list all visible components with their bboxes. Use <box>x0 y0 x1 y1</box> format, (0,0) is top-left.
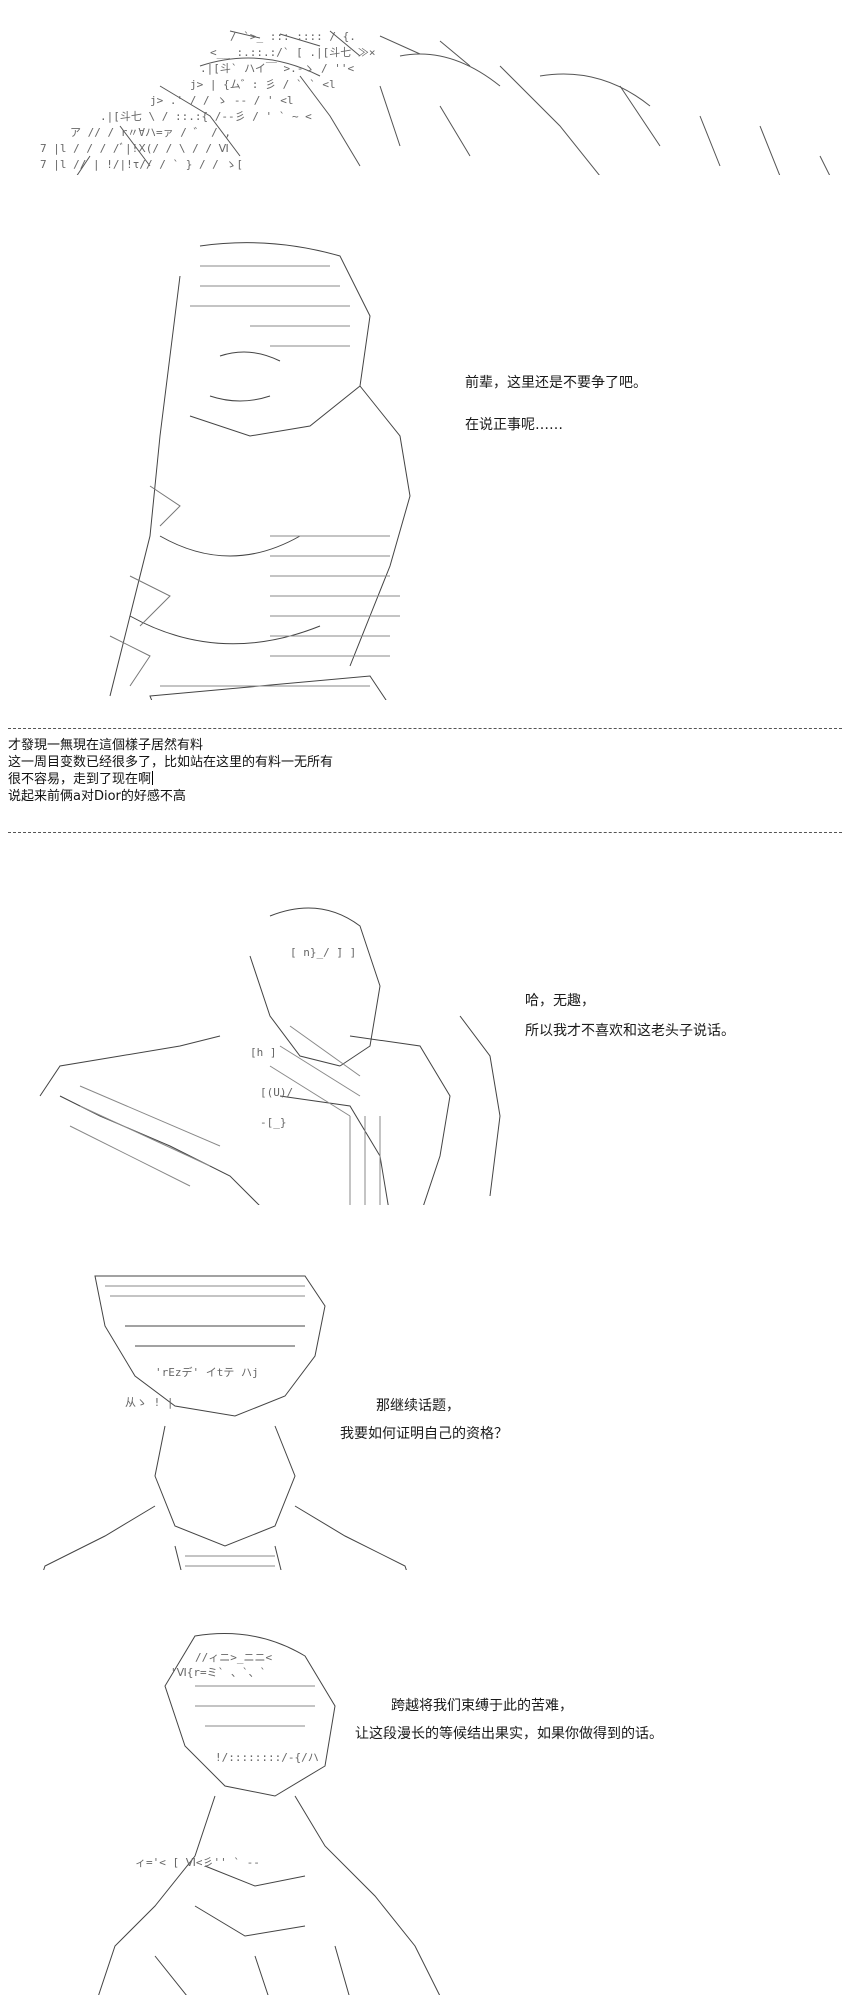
panel-4-art: 'rEzデ' イtテ ハj 从ゝ ! | <box>25 1240 425 1570</box>
note-line: 才發現一無現在這個樣子居然有料 <box>8 738 204 753</box>
dialogue-line: 哈，无趣， <box>525 993 595 1009</box>
standing-figure-drawing: 'rEzデ' イtテ ハj 从ゝ ! | <box>43 1275 407 1570</box>
svg-text:!/::::::::/-{/ハ: !/::::::::/-{/ハ <box>215 1751 319 1764</box>
svg-text:-[_}: -[_} <box>260 1116 287 1129</box>
panel-3-art: [ n}_/ ̄] ] [h ] [(U)/ -[_} <box>20 870 530 1205</box>
panel-1-art: / `>_ ::: :::: / {. <__ :.::.:/` [ .|[斗七… <box>0 0 850 175</box>
section-divider-top <box>8 728 842 729</box>
panel-5-dialogue: 跨越将我们束缚于此的苦难， 让这段漫长的等候结出果实，如果你做得到的话。 <box>355 1695 663 1751</box>
panel-5-art: //ィニ>_ニニ< 'Ⅵ{r=ミ` 、`、` !/::::::::/-{/ハ ィ… <box>75 1600 475 1995</box>
dialogue-line: 所以我才不喜欢和这老头子说话。 <box>525 1023 735 1039</box>
svg-text:[h ]: [h ] <box>250 1046 277 1059</box>
svg-text:j> .' / / ゝ -- / ': j> .' / / ゝ -- / ' <l <box>150 94 293 107</box>
svg-text:.|[斗` ハイ￣ >.-ゝ / ''<: .|[斗` ハイ￣ >.-ゝ / ''< <box>200 61 354 75</box>
dialogue-line: 在说正事呢…… <box>465 417 563 433</box>
svg-text:ア // / r〃∀ハ=ァ / ゛: ア // / r〃∀ハ=ァ / ゛ / , <box>70 126 231 139</box>
note-line: 很不容易，走到了现在啊 <box>8 771 154 787</box>
dialogue-line: 让这段漫长的等候结出果实，如果你做得到的话。 <box>355 1726 663 1742</box>
dialogue-line: 我要如何证明自己的资格？ <box>340 1426 508 1442</box>
svg-text:.|[斗七 \ / ::.:{ /--彡 / ': .|[斗七 \ / ::.:{ /--彡 / ' ` ~ < <box>100 110 312 123</box>
section-divider-bottom <box>8 832 842 833</box>
panel-3-dialogue: 哈，无趣， 所以我才不喜欢和这老头子说话。 <box>525 990 735 1048</box>
svg-text:ィ='< [ Ⅵ<彡'' ` --: ィ='< [ Ⅵ<彡'' ` -- <box>135 1856 260 1869</box>
seated-figure-drawing: //ィニ>_ニニ< 'Ⅵ{r=ミ` 、`、` !/::::::::/-{/ハ ィ… <box>98 1633 441 1995</box>
svg-text:[ n}_/ ̄] ]: [ n}_/ ̄] ] <box>290 946 356 959</box>
dialogue-line: 跨越将我们束缚于此的苦难， <box>391 1698 573 1714</box>
crowd-figures-drawing: / `>_ ::: :::: / {. <__ :.::.:/` [ .|[斗七… <box>40 30 831 175</box>
note-line: 这一周目变数已经很多了，比如站在这里的有料一无所有 <box>8 755 334 770</box>
svg-text:从ゝ ! |: 从ゝ ! | <box>125 1396 174 1409</box>
dialogue-line: 那继续话题， <box>376 1398 460 1414</box>
svg-text:[(U)/: [(U)/ <box>260 1086 293 1099</box>
svg-text:<__ :.::.:/` [ .|[斗七 ≫×: <__ :.::.:/` [ .|[斗七 ≫× <box>210 46 375 59</box>
svg-text:'rEzデ' イtテ ハj: 'rEzデ' イtテ ハj <box>155 1365 259 1379</box>
panel-2-art <box>70 210 450 700</box>
svg-text:j> | {ム゛: 彡 / ` ` <l: j> | {ム゛: 彡 / ` ` <l <box>190 78 336 91</box>
robed-figure-drawing <box>109 242 411 700</box>
reclining-figure-drawing: [ n}_/ ̄] ] [h ] [(U)/ -[_} <box>39 907 501 1205</box>
svg-text:7 |l // | !/|!τ// /: 7 |l // | !/|!τ// / ` } / / ゝ[ <box>40 158 243 171</box>
note-line: 说起来前俩a对Dior的好感不高 <box>8 789 186 804</box>
svg-text:/ `>_ ::: :::: / {.: / `>_ ::: :::: / {. <box>230 30 356 43</box>
text-caret <box>152 771 154 785</box>
dialogue-line: 前辈，这里还是不要争了吧。 <box>465 375 647 391</box>
panel-4-dialogue: 那继续话题， 我要如何证明自己的资格？ <box>340 1395 508 1451</box>
svg-text:'Ⅵ{r=ミ` 、`、`: 'Ⅵ{r=ミ` 、`、` <box>170 1666 266 1679</box>
svg-text:7 |l / / / /ﾞ|!Ⅹ(/ / \: 7 |l / / / /ﾞ|!Ⅹ(/ / \ / / Ⅵ <box>40 142 229 155</box>
panel-2-dialogue: 前辈，这里还是不要争了吧。 在说正事呢…… <box>465 372 647 442</box>
svg-text://ィニ>_ニニ<: //ィニ>_ニニ< <box>195 1651 272 1664</box>
author-notes: 才發現一無現在這個樣子居然有料 这一周目变数已经很多了，比如站在这里的有料一无所… <box>8 737 333 805</box>
